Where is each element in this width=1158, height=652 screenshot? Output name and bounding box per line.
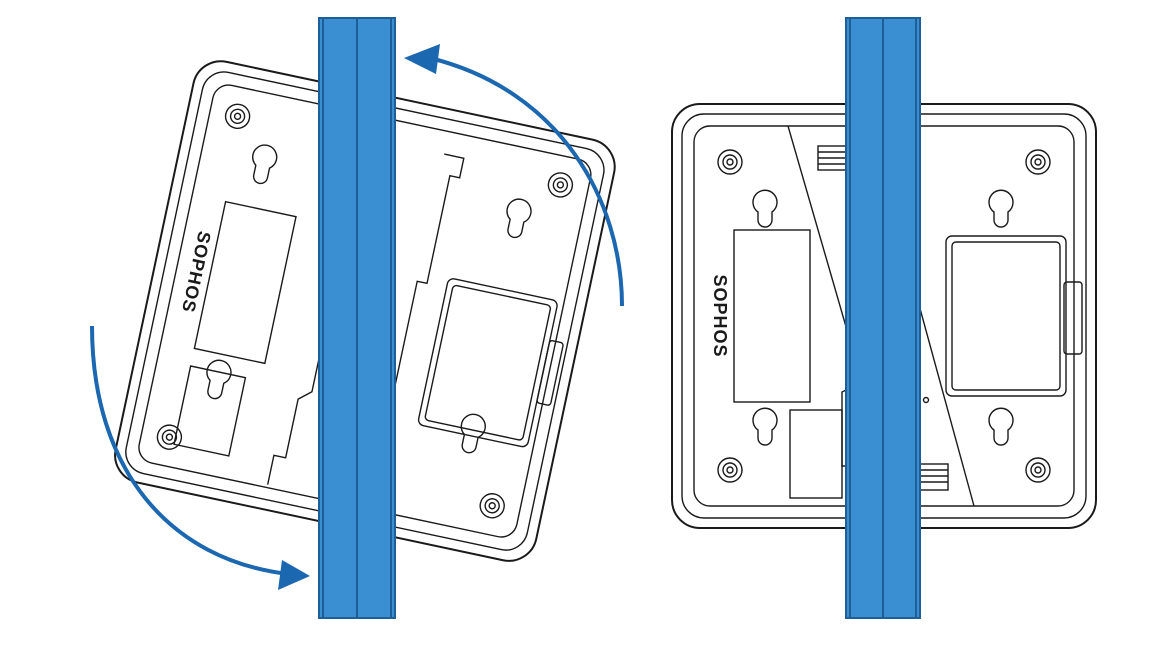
left-small-recess (173, 365, 247, 457)
right-latch-cover-inner (951, 241, 1061, 391)
left-din-rail (318, 17, 396, 619)
right-latch-cover (945, 235, 1067, 397)
screw-hole-icon (1025, 149, 1051, 175)
right-indicator-dot (922, 396, 930, 404)
keyhole-slot-icon (506, 198, 532, 239)
screw-hole-icon (547, 172, 574, 198)
keyhole-slot-icon (988, 407, 1014, 446)
right-brand-label: SOPHOS (710, 274, 730, 357)
left-latch-cover-inner (424, 284, 552, 441)
keyhole-slot-icon (752, 189, 778, 228)
keyhole-slot-icon (988, 189, 1014, 228)
rotate-clockwise-arrow-icon (90, 325, 310, 590)
keyhole-slot-icon (752, 407, 778, 446)
right-label-recess (733, 229, 811, 403)
right-grip-tab-top (817, 145, 849, 171)
left-clip-track-right (368, 153, 465, 507)
right-latch-tab (1063, 281, 1083, 355)
screw-hole-icon (479, 493, 505, 519)
keyhole-slot-icon (460, 413, 486, 454)
screw-hole-icon (1025, 457, 1051, 483)
left-latch-tab (536, 339, 564, 406)
screw-hole-icon (156, 424, 183, 450)
left-label-recess (193, 200, 297, 365)
screw-hole-icon (224, 103, 251, 130)
keyhole-slot-icon (206, 359, 232, 400)
right-din-rail (845, 17, 921, 619)
keyhole-slot-icon (252, 144, 278, 185)
screw-hole-icon (717, 149, 743, 175)
screw-hole-icon (717, 457, 743, 483)
rotate-counterclockwise-arrow-icon (404, 44, 624, 307)
